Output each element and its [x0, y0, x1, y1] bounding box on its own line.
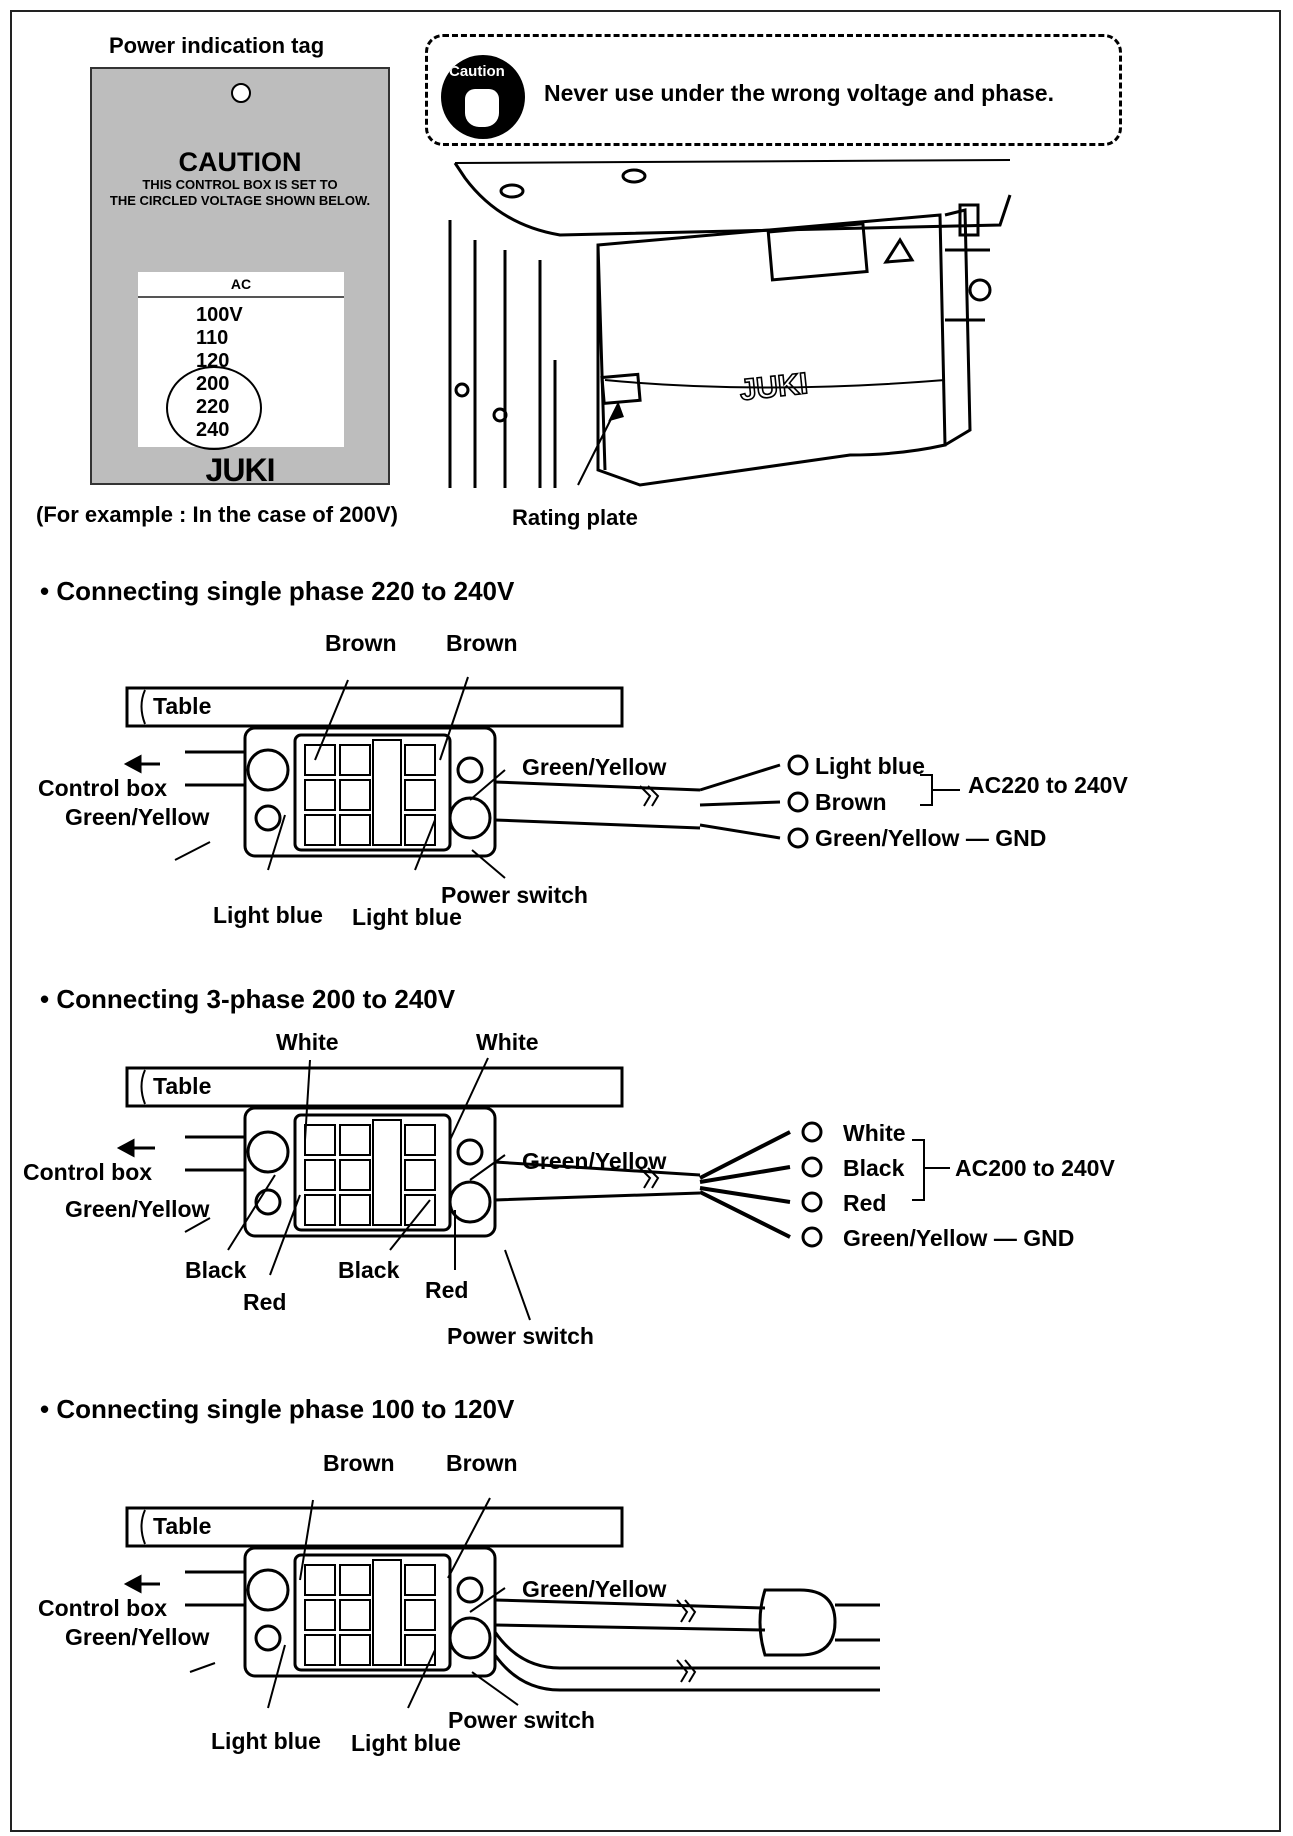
- s3-wire-top-right: Brown: [446, 1450, 518, 1476]
- caution-icon-label: Caution: [449, 63, 505, 80]
- s2-supply: AC200 to 240V: [955, 1155, 1115, 1181]
- s1-gnd: Green/Yellow — GND: [815, 825, 1047, 851]
- s1-plug-wire-1: Light blue: [815, 753, 925, 779]
- s1-wire-top-right: Brown: [446, 630, 518, 656]
- s1-wire-top-left: Brown: [325, 630, 397, 656]
- page-frame: [10, 10, 1281, 1832]
- s2-black-right: Black: [338, 1257, 400, 1283]
- tag-juki-logo: JUKI: [205, 452, 276, 488]
- hand-icon: [465, 89, 499, 127]
- s3-table-label: Table: [153, 1513, 212, 1539]
- voltage-item: 100V: [196, 304, 243, 326]
- voltage-box: AC 100V 110 120 200 220 240: [138, 272, 344, 450]
- machine-juki-logo: JUKI: [738, 367, 809, 407]
- s3-wire-top-left: Brown: [323, 1450, 395, 1476]
- s3-wire-bottom-right: Light blue: [351, 1730, 461, 1756]
- s1-power-switch: Power switch: [441, 882, 588, 908]
- s1-wire-bottom-right: Light blue: [352, 904, 462, 930]
- s2-control-box: Control box: [23, 1159, 153, 1185]
- section-1-title: • Connecting single phase 220 to 240V: [40, 576, 515, 606]
- s2-gnd: Green/Yellow — GND: [843, 1225, 1075, 1251]
- s1-wire-bottom-left: Light blue: [213, 902, 323, 928]
- s1-gy-right: Green/Yellow: [522, 754, 667, 780]
- tag-example: (For example : In the case of 200V): [36, 502, 398, 527]
- tag-title: Power indication tag: [109, 33, 325, 58]
- power-indication-tag: CAUTION THIS CONTROL BOX IS SET TO THE C…: [90, 67, 390, 488]
- s1-gy-left: Green/Yellow: [65, 804, 210, 830]
- s2-black-left: Black: [185, 1257, 247, 1283]
- s3-gy-left: Green/Yellow: [65, 1624, 210, 1650]
- s2-wire-top-right: White: [476, 1029, 539, 1055]
- s3-control-box: Control box: [38, 1595, 168, 1621]
- section-2-title: • Connecting 3-phase 200 to 240V: [40, 984, 456, 1014]
- s1-plug-wire-2: Brown: [815, 789, 887, 815]
- ac-header: AC: [138, 272, 344, 298]
- s2-plug-wire-2: Black: [843, 1155, 905, 1181]
- s2-table-label: Table: [153, 1073, 212, 1099]
- s3-power-switch: Power switch: [448, 1707, 595, 1733]
- s2-gy-left: Green/Yellow: [65, 1196, 210, 1222]
- s1-table-label: Table: [153, 693, 212, 719]
- selected-voltage-circle: [166, 366, 262, 450]
- tag-line-2: THE CIRCLED VOLTAGE SHOWN BELOW.: [109, 193, 371, 208]
- s3-gy-right: Green/Yellow: [522, 1576, 667, 1602]
- tag-hole: [231, 83, 251, 103]
- s1-control-box: Control box: [38, 775, 168, 801]
- s2-plug-wire-3: Red: [843, 1190, 887, 1216]
- section-3-title: • Connecting single phase 100 to 120V: [40, 1394, 515, 1424]
- s2-power-switch: Power switch: [447, 1323, 594, 1349]
- voltage-item: 110: [196, 327, 229, 349]
- s3-wire-bottom-left: Light blue: [211, 1728, 321, 1754]
- caution-icon: Caution: [441, 55, 525, 139]
- s2-plug-wire-1: White: [843, 1120, 906, 1146]
- tag-line-1: THIS CONTROL BOX IS SET TO: [142, 177, 338, 192]
- s2-red-left: Red: [243, 1289, 287, 1315]
- s2-red-right: Red: [425, 1277, 469, 1303]
- caution-box: [425, 34, 1122, 146]
- caution-text: Never use under the wrong voltage and ph…: [544, 80, 1054, 106]
- s2-wire-top-left: White: [276, 1029, 339, 1055]
- tag-caution: CAUTION: [178, 147, 302, 177]
- s2-gy-right: Green/Yellow: [522, 1148, 667, 1174]
- rating-plate-label: Rating plate: [512, 505, 638, 530]
- s1-supply: AC220 to 240V: [968, 772, 1128, 798]
